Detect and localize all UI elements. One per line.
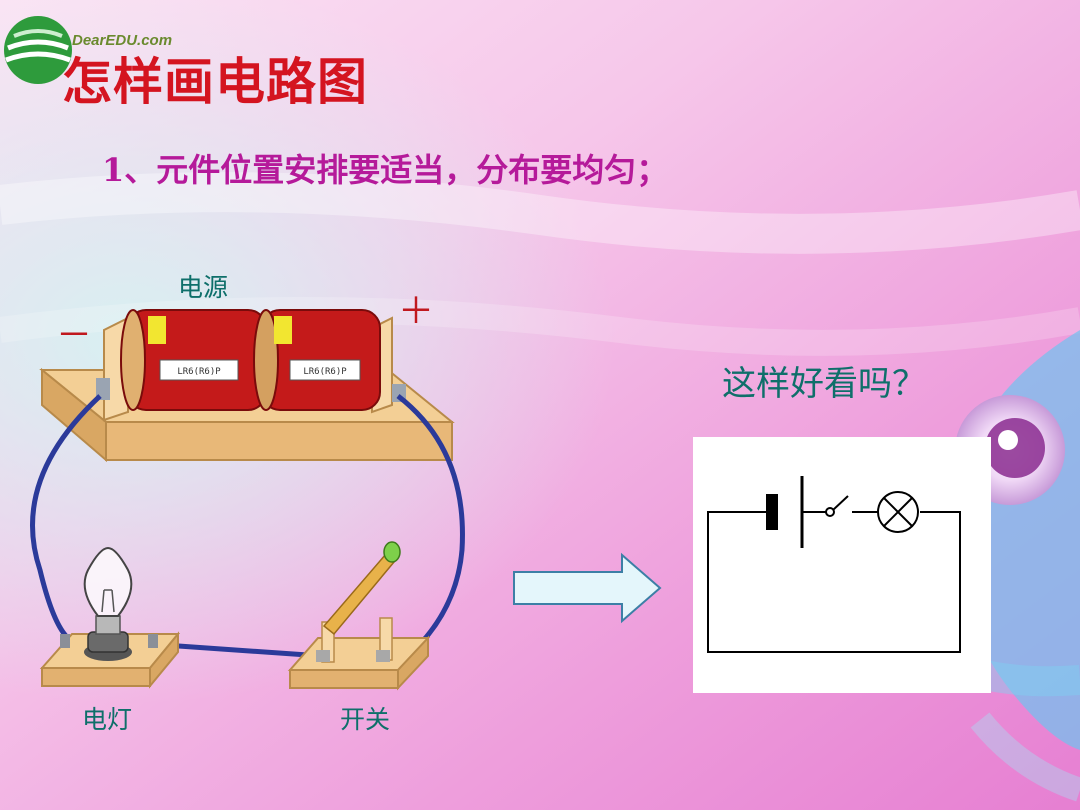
minus-sign: － [56,315,93,356]
wire-battery-to-lamp [30,394,102,638]
slide-title: 怎样画电路图 [62,52,368,111]
schematic-wire-loop [707,511,961,653]
svg-text:LR6(R6)P: LR6(R6)P [177,367,221,377]
switch-label: 开关 [340,705,391,734]
knife-switch [316,541,401,663]
lamp-symbol-icon [877,491,919,533]
battery-base-edge [105,421,453,461]
logo-emblem [4,16,72,84]
bullet-point: 1、元件位置安排要适当，分布要均匀； [102,151,669,189]
circuit-diagram-panel [693,437,991,693]
circuit-diagram [707,476,961,653]
light-bulb [83,546,133,661]
logo-text: DearEDU.com [72,32,173,49]
battery-cell-2: LR6(R6)P [253,309,381,411]
power-source-label: 电源 [178,273,229,302]
switch-lever-icon [832,495,849,511]
question-text: 这样好看吗？ [722,364,926,404]
svg-text:LR6(R6)P: LR6(R6)P [303,367,347,377]
plus-sign: ＋ [398,291,435,332]
switch-contact-icon [825,507,835,517]
right-arrow [513,552,662,624]
wire-battery-to-switch [392,394,465,670]
battery-cell-1: LR6(R6)P [120,309,267,411]
lamp-label: 电灯 [82,705,133,734]
